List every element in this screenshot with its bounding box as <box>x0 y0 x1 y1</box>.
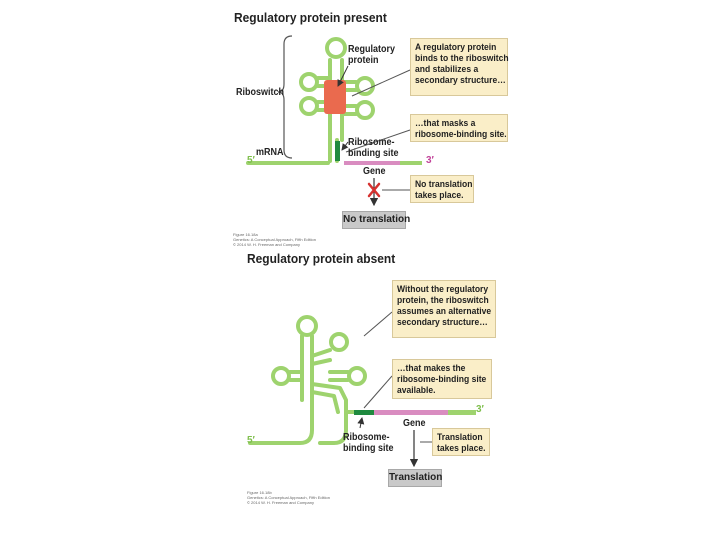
riboswitch-bracket <box>277 35 293 159</box>
present-credit-line3: © 2014 W. H. Freeman and Company <box>233 242 300 247</box>
present-note-binding: A regulatory protein binds to the ribosw… <box>410 38 509 96</box>
present-note-binding-line3: and stabilizes a <box>415 64 479 75</box>
present-rbs-label-line1: Ribosome- <box>348 137 395 148</box>
note1-pointer <box>351 69 411 97</box>
present-note-masks-line2: ribosome-binding site. <box>415 129 507 140</box>
absent-note-available-line1: …that makes the <box>397 363 466 374</box>
absent-note-alternative-line3: assumes an alternative <box>397 306 492 317</box>
red-x-icon <box>367 182 381 198</box>
riboswitch-label: Riboswitch <box>236 87 285 98</box>
note2-pointer <box>345 129 411 153</box>
absent-title: Regulatory protein absent <box>247 251 396 266</box>
present-note-masks-line1: …that masks a <box>415 118 476 129</box>
absent-rbs-label-line2: binding site <box>343 443 394 454</box>
absent-rbs-label: Ribosome- binding site <box>343 432 393 454</box>
absent-five-prime: 5′ <box>247 435 255 446</box>
absent-note-alternative-line2: protein, the riboswitch <box>397 295 489 306</box>
absent-note-outcome: Translation takes place. <box>432 428 490 456</box>
present-note-binding-line1: A regulatory protein <box>415 42 497 53</box>
absent-gene-bar <box>374 410 448 415</box>
present-gene-label: Gene <box>363 166 386 177</box>
present-rbs-label: Ribosome- binding site <box>348 137 398 159</box>
absent-credit: Figure 16.18b Genetics: A Conceptual App… <box>247 490 330 505</box>
present-result-box: No translation <box>342 211 410 229</box>
absent-rbs-mark <box>354 410 374 415</box>
absent-note2-pointer <box>363 375 393 409</box>
mrna-label: mRNA <box>256 147 284 158</box>
absent-note-outcome-line1: Translation <box>437 432 483 443</box>
present-note-outcome-line2: takes place. <box>415 190 464 201</box>
absent-note1-pointer <box>363 311 393 337</box>
absent-note-available: …that makes the ribosome-binding site av… <box>392 359 492 399</box>
absent-credit-line2: Genetics: A Conceptual Approach, Fifth E… <box>247 495 330 500</box>
regulatory-protein-label-line2: protein <box>348 55 379 66</box>
regulatory-protein-label-line1: Regulatory <box>348 44 396 55</box>
present-gene-bar <box>344 161 400 165</box>
present-rbs-mark <box>335 141 340 161</box>
present-five-prime: 5′ <box>247 155 255 166</box>
absent-note-alternative-line4: secondary structure… <box>397 317 488 328</box>
regulatory-protein-shape <box>324 80 346 114</box>
absent-note-outcome-line2: takes place. <box>437 443 486 454</box>
absent-result-box: Translation <box>388 469 442 487</box>
present-credit: Figure 16.18a Genetics: A Conceptual App… <box>233 232 316 247</box>
regulatory-protein-label: Regulatory protein <box>348 44 395 66</box>
absent-credit-line3: © 2014 W. H. Freeman and Company <box>247 500 314 505</box>
absent-three-prime: 3′ <box>476 404 484 415</box>
present-rbs-label-line2: binding site <box>348 148 399 159</box>
rbs-pointer <box>341 141 349 151</box>
present-note-outcome: No translation takes place. <box>410 175 474 203</box>
present-credit-line1: Figure 16.18a <box>233 232 258 237</box>
absent-riboswitch <box>248 315 367 445</box>
protein-pointer <box>337 65 349 87</box>
absent-credit-line1: Figure 16.18b <box>247 490 272 495</box>
absent-note-available-line3: available. <box>397 385 436 396</box>
present-note-outcome-line1: No translation <box>415 179 473 190</box>
present-credit-line2: Genetics: A Conceptual Approach, Fifth E… <box>233 237 316 242</box>
absent-tail <box>448 410 476 415</box>
present-title: Regulatory protein present <box>234 10 387 25</box>
absent-gene-label: Gene <box>403 418 426 429</box>
absent-note-alternative: Without the regulatory protein, the ribo… <box>392 280 496 338</box>
absent-note-alternative-line1: Without the regulatory <box>397 284 489 295</box>
present-three-prime: 3′ <box>426 155 434 166</box>
present-note-masks: …that masks a ribosome-binding site. <box>410 114 508 142</box>
absent-note-available-line2: ribosome-binding site <box>397 374 487 385</box>
present-tail <box>400 161 422 165</box>
present-note-binding-line2: binds to the riboswitch <box>415 53 509 64</box>
absent-rbs-pointer <box>357 417 365 429</box>
present-note-binding-line4: secondary structure… <box>415 75 506 86</box>
absent-rbs-label-line1: Ribosome- <box>343 432 390 443</box>
